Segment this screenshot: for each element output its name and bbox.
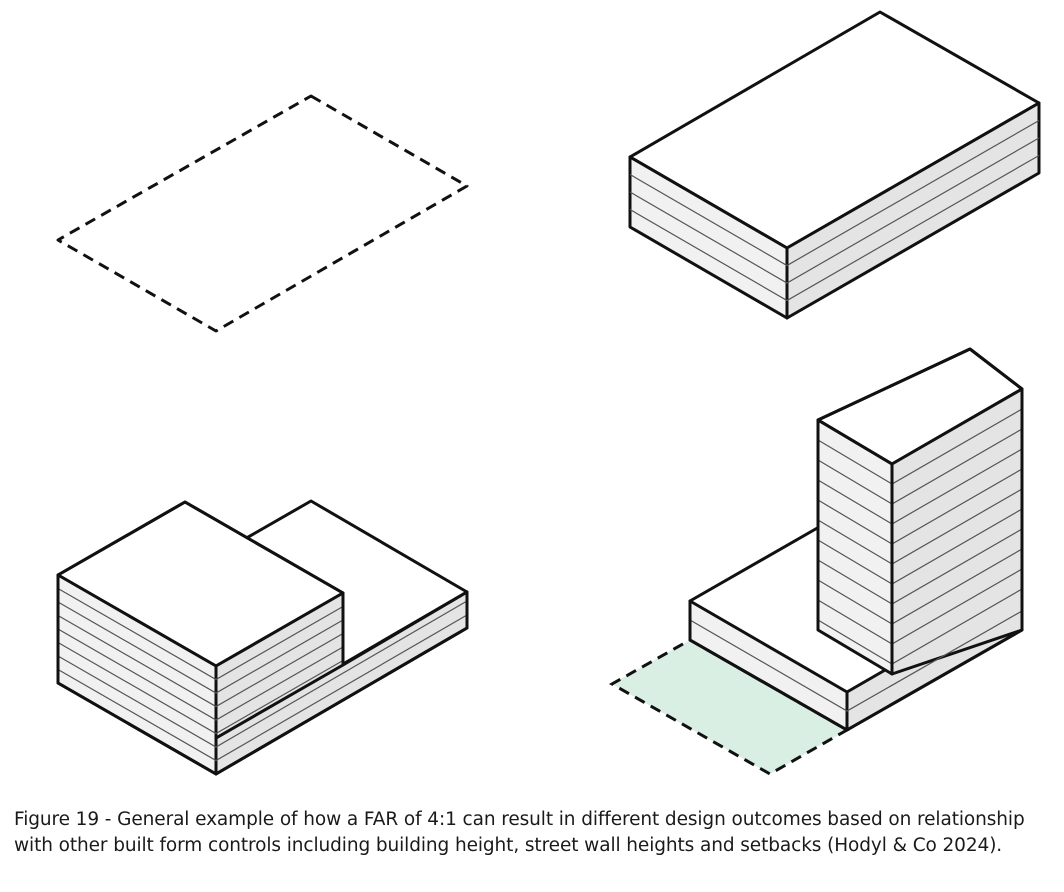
tower-setback-panel <box>608 347 1024 776</box>
empty-site-panel <box>56 94 469 333</box>
figure-caption: Figure 19 - General example of how a FAR… <box>14 809 1025 856</box>
site-boundary-dashed <box>56 94 469 333</box>
block-floor-lines <box>629 119 1040 302</box>
podium-block-panel <box>628 10 1041 320</box>
open-space-area <box>608 638 851 776</box>
stepped-block-floor-lines <box>57 587 468 762</box>
stepped-block-panel <box>56 499 469 776</box>
far-comparison-diagram <box>56 10 1041 776</box>
